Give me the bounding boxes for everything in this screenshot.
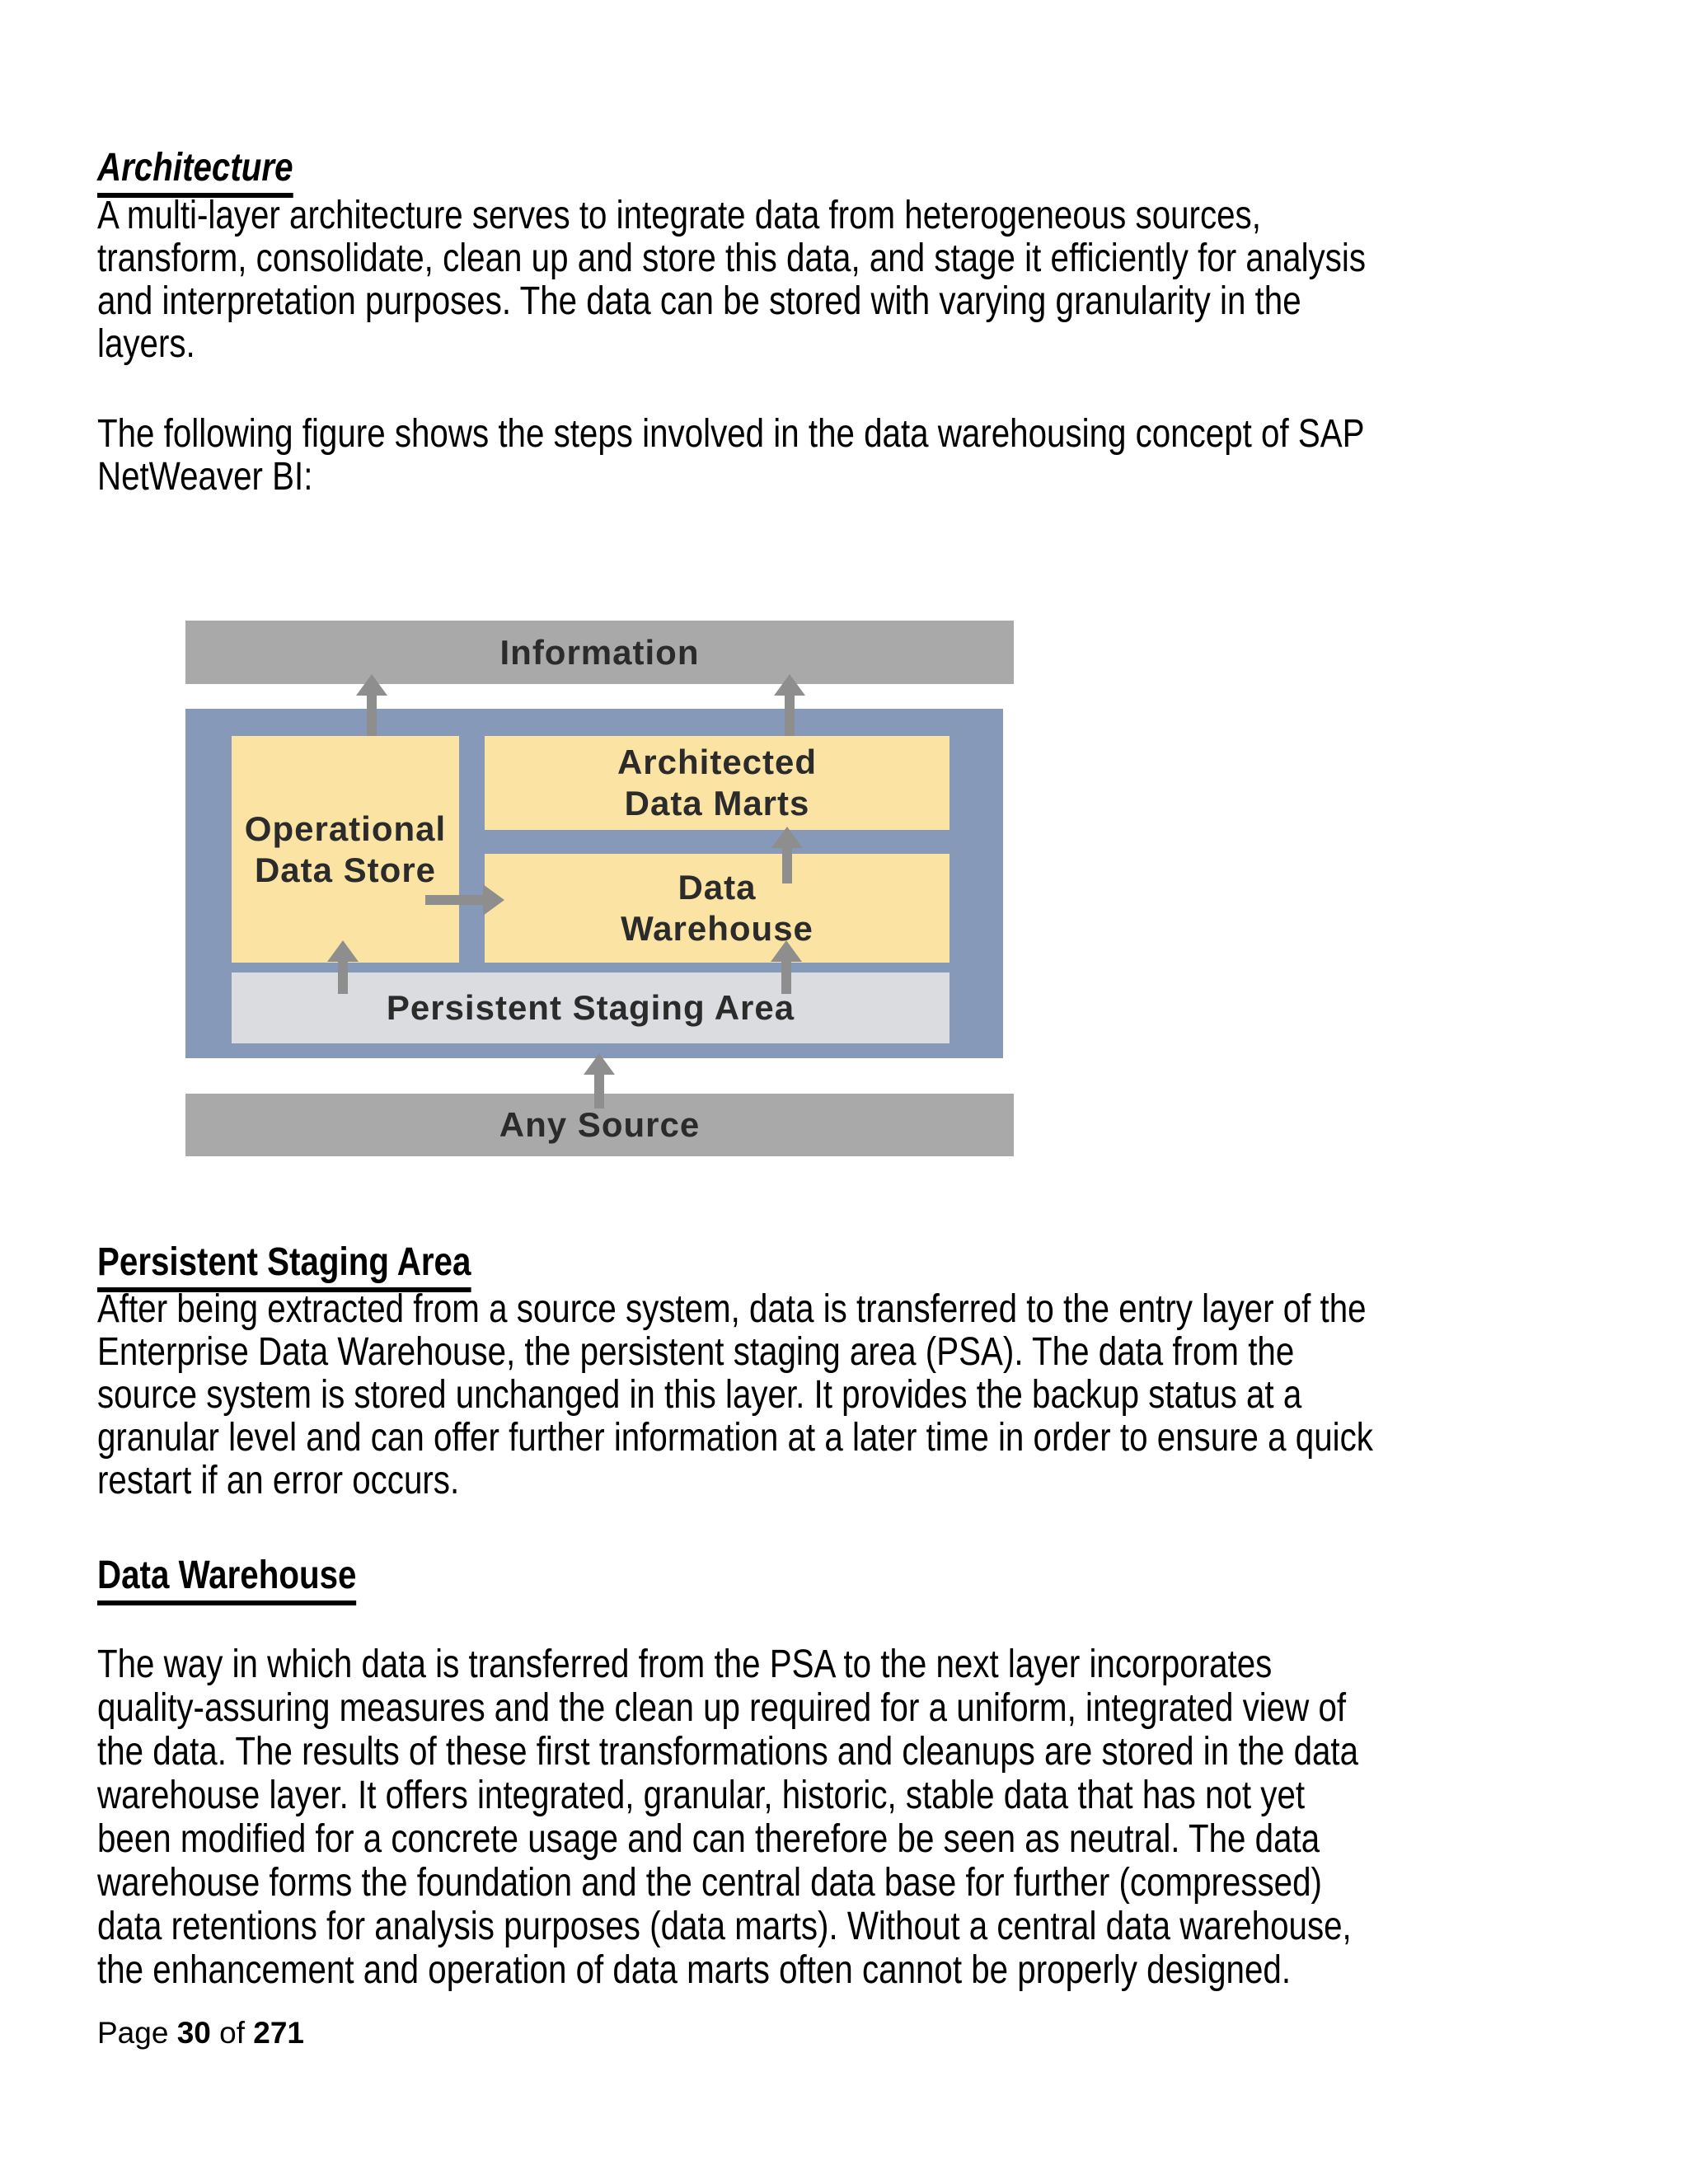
footer-page-number: 30 [176,2016,211,2050]
arrow-right-icon [425,884,504,916]
psa-heading: Persistent Staging Area [97,1240,471,1292]
data-warehouse-box: Data Warehouse [485,854,950,963]
text-line: and interpretation purposes. The data ca… [97,279,1301,323]
intro-paragraph: A multi-layer architecture serves to int… [97,194,1366,366]
text-line: warehouse forms the foundation and the c… [97,1861,1322,1905]
architecture-heading-text: Architecture [97,145,293,198]
operational-data-store-box: Operational Data Store [232,736,459,963]
psa-label: Persistent Staging Area [386,988,795,1027]
psa-heading-text: Persistent Staging Area [97,1240,471,1292]
ods-label-line1: Operational [244,808,447,848]
figure-intro-paragraph: The following figure shows the steps inv… [97,413,1365,499]
text-line: the enhancement and operation of data ma… [97,1948,1292,1992]
architected-data-marts-box: Architected Data Marts [485,736,950,830]
adm-label-line1: Architected [617,743,818,781]
dw-label-line1: Data [678,868,757,907]
adm-label-line2: Data Marts [624,784,810,823]
text-line: been modified for a concrete usage and c… [97,1817,1320,1861]
text-line: The way in which data is transferred fro… [97,1643,1273,1686]
arrow-up-icon [584,1053,615,1108]
arrow-up-icon [356,674,387,736]
arrow-up-icon [771,940,802,994]
text-line: granular level and can offer further inf… [97,1416,1373,1460]
information-label: Information [499,632,700,672]
arrow-up-icon [771,827,803,883]
dw-heading-text: Data Warehouse [97,1553,357,1605]
footer-total-pages: 271 [253,2016,305,2050]
persistent-staging-area-bar: Persistent Staging Area [232,972,950,1043]
arrow-up-icon [774,674,805,736]
ods-label-line2: Data Store [254,850,437,889]
page-footer: Page 30 of 271 [97,2016,304,2050]
text-line: data retentions for analysis purposes (d… [97,1905,1352,1948]
footer-page-word: Page [97,2016,169,2050]
psa-paragraph: After being extracted from a source syst… [97,1288,1373,1502]
text-line: A multi-layer architecture serves to int… [97,194,1261,237]
text-line: restart if an error occurs. [97,1459,460,1502]
text-line: The following figure shows the steps inv… [97,412,1365,456]
footer-of-word: of [219,2016,245,2050]
dw-paragraph: The way in which data is transferred fro… [97,1643,1358,1992]
architecture-heading: Architecture [97,145,293,198]
text-line: quality-assuring measures and the clean … [97,1686,1347,1730]
text-line: NetWeaver BI: [97,455,313,499]
text-line: source system is stored unchanged in thi… [97,1373,1302,1417]
text-line: layers. [97,322,195,366]
dw-heading: Data Warehouse [97,1553,357,1605]
information-bar: Information [185,621,1014,684]
text-line: transform, consolidate, clean up and sto… [97,237,1366,280]
text-line: the data. The results of these first tra… [97,1730,1359,1774]
any-source-label: Any Source [499,1105,701,1144]
text-line: After being extracted from a source syst… [97,1287,1367,1331]
text-line: Enterprise Data Warehouse, the persisten… [97,1330,1295,1374]
arrow-up-icon [327,940,359,994]
text-line: warehouse layer. It offers integrated, g… [97,1774,1306,1817]
